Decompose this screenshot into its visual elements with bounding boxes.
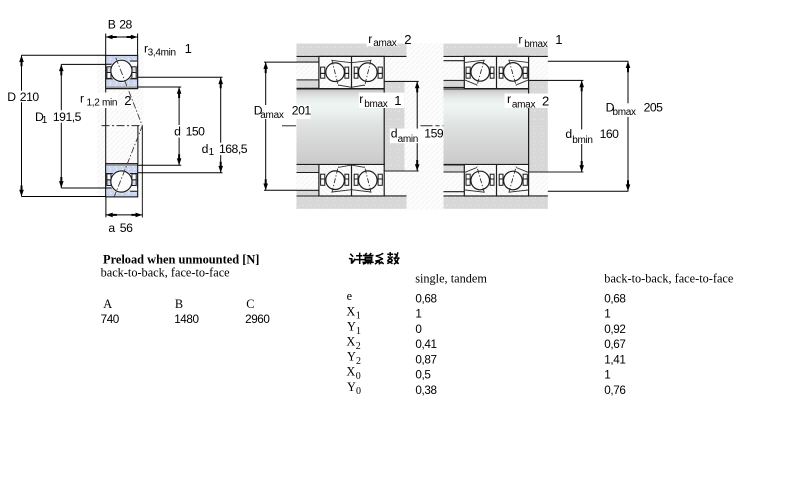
svg-text:0,87: 0,87 — [415, 353, 436, 366]
svg-text:B: B — [108, 18, 116, 32]
svg-text:bmax: bmax — [613, 107, 637, 118]
svg-text:1: 1 — [555, 32, 562, 47]
svg-text:A: A — [103, 297, 112, 311]
svg-text:a: a — [108, 221, 115, 235]
svg-text:0,5: 0,5 — [415, 369, 431, 382]
svg-text:B: B — [175, 297, 183, 311]
svg-text:0,41: 0,41 — [415, 338, 436, 351]
svg-text:2: 2 — [404, 32, 411, 47]
svg-text:d: d — [391, 127, 397, 141]
svg-text:168,5: 168,5 — [219, 142, 248, 156]
svg-text:0: 0 — [415, 323, 422, 336]
svg-text:X: X — [346, 335, 355, 349]
svg-text:Preload when unmounted [N]: Preload when unmounted [N] — [103, 252, 259, 266]
svg-text:amax: amax — [373, 38, 397, 49]
svg-text:1: 1 — [356, 326, 361, 337]
svg-text:0: 0 — [356, 386, 361, 397]
svg-text:201: 201 — [292, 103, 312, 117]
svg-text:r: r — [507, 92, 511, 106]
svg-text:r: r — [518, 32, 522, 46]
svg-text:1: 1 — [185, 41, 192, 56]
svg-text:0,76: 0,76 — [604, 384, 625, 397]
svg-text:160: 160 — [600, 127, 620, 141]
svg-text:X: X — [346, 304, 355, 318]
svg-text:d: d — [174, 125, 180, 139]
svg-text:1: 1 — [604, 308, 610, 321]
svg-text:D: D — [7, 90, 16, 104]
svg-text:r: r — [368, 32, 372, 46]
svg-text:r: r — [80, 92, 84, 106]
svg-text:0,68: 0,68 — [415, 292, 436, 305]
svg-text:1: 1 — [415, 308, 421, 321]
svg-text:D: D — [35, 110, 44, 124]
svg-text:1: 1 — [356, 311, 361, 322]
svg-text:2: 2 — [356, 356, 361, 367]
svg-text:0: 0 — [356, 371, 361, 382]
svg-text:bmax: bmax — [524, 39, 548, 50]
svg-text:Y: Y — [347, 380, 356, 394]
svg-text:r: r — [359, 92, 363, 106]
svg-text:0,67: 0,67 — [604, 338, 625, 351]
svg-text:2960: 2960 — [245, 313, 270, 326]
svg-text:D: D — [254, 103, 263, 117]
svg-text:Y: Y — [347, 350, 356, 364]
svg-text:205: 205 — [644, 101, 664, 115]
svg-text:0,38: 0,38 — [415, 384, 436, 397]
svg-text:1,41: 1,41 — [604, 353, 625, 366]
svg-text:C: C — [246, 297, 254, 311]
svg-text:740: 740 — [101, 313, 120, 326]
svg-text:1,2 min: 1,2 min — [87, 98, 118, 109]
svg-text:150: 150 — [186, 125, 206, 139]
svg-text:back-to-back, face-to-face: back-to-back, face-to-face — [604, 271, 734, 285]
svg-text:2: 2 — [124, 93, 131, 108]
svg-text:amin: amin — [398, 134, 418, 145]
svg-text:e: e — [347, 289, 353, 303]
svg-text:back-to-back, face-to-face: back-to-back, face-to-face — [101, 265, 231, 279]
svg-text:d: d — [565, 127, 571, 141]
svg-text:0,68: 0,68 — [604, 292, 625, 305]
svg-text:1: 1 — [394, 93, 401, 108]
svg-text:amax: amax — [260, 110, 284, 121]
svg-text:159: 159 — [424, 127, 444, 141]
svg-text:210: 210 — [20, 90, 40, 104]
svg-text:single, tandem: single, tandem — [415, 271, 487, 285]
svg-text:0,92: 0,92 — [604, 323, 625, 336]
svg-text:3,4min: 3,4min — [148, 48, 176, 59]
svg-text:28: 28 — [119, 18, 132, 32]
svg-text:1: 1 — [42, 115, 48, 126]
svg-text:bmax: bmax — [364, 99, 388, 110]
svg-text:2: 2 — [542, 94, 549, 109]
svg-text:r: r — [144, 42, 148, 56]
svg-text:X: X — [346, 365, 355, 379]
svg-text:56: 56 — [120, 221, 133, 235]
svg-text:bmin: bmin — [572, 135, 592, 146]
svg-text:191,5: 191,5 — [53, 110, 82, 124]
svg-text:Y: Y — [347, 319, 356, 333]
svg-text:1: 1 — [209, 147, 215, 158]
svg-text:2: 2 — [356, 341, 361, 352]
svg-text:1480: 1480 — [174, 313, 199, 326]
svg-text:d: d — [202, 142, 208, 156]
svg-text:amax: amax — [512, 99, 536, 110]
svg-text:D: D — [606, 101, 615, 115]
svg-text:1: 1 — [604, 369, 610, 382]
